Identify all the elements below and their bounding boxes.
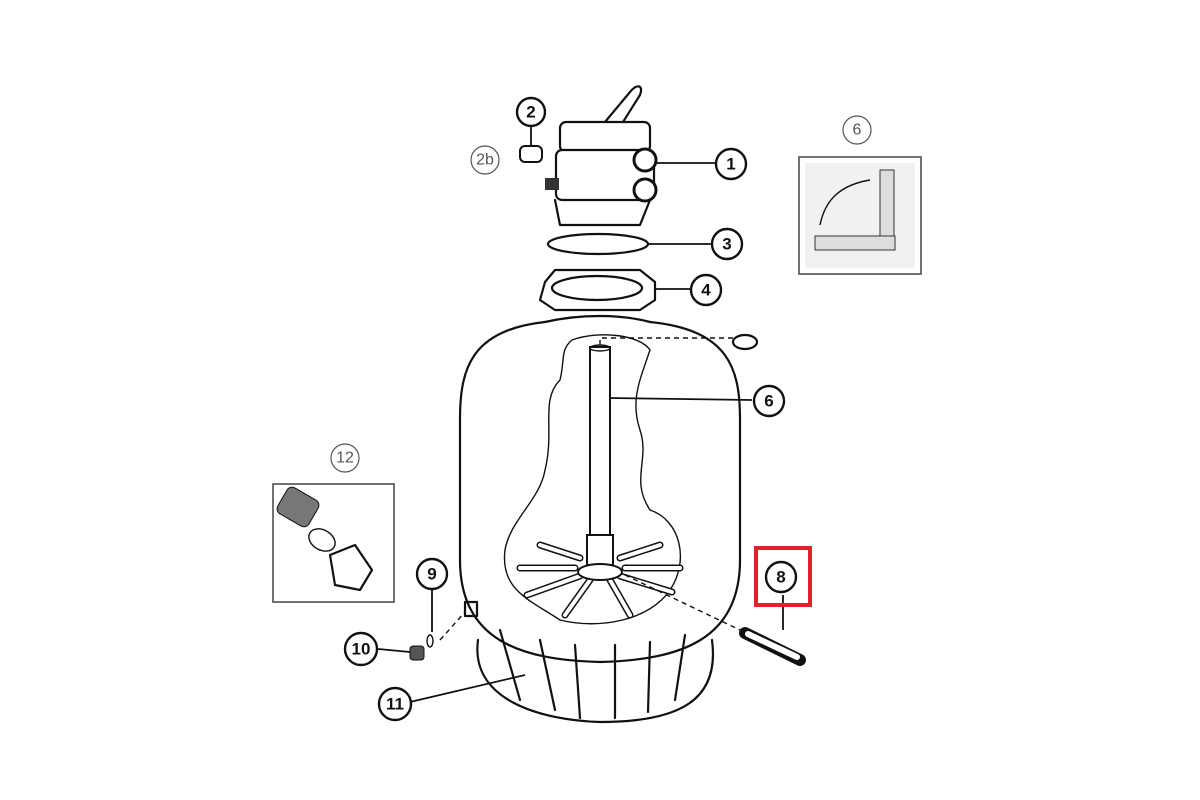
- callout-2b: 2b: [470, 145, 500, 175]
- svg-text:6: 6: [764, 392, 773, 411]
- drain-port: [463, 600, 479, 618]
- callout-12: 12: [330, 443, 360, 473]
- tank-cutaway: [503, 334, 682, 625]
- drain-cap: [409, 645, 425, 661]
- locking-collar: [538, 268, 657, 312]
- standpipe: [586, 344, 614, 566]
- callout-2: 2: [515, 96, 547, 128]
- callout-3: 3: [710, 227, 744, 261]
- svg-text:8: 8: [776, 568, 785, 587]
- svg-text:10: 10: [352, 640, 371, 659]
- callout-4: 4: [689, 273, 723, 307]
- svg-text:6: 6: [853, 122, 862, 139]
- svg-text:2: 2: [526, 103, 535, 122]
- drain-o-ring: [426, 634, 434, 648]
- svg-text:1: 1: [726, 155, 735, 174]
- multiport-valve: [545, 85, 658, 227]
- callout-9: 9: [415, 557, 449, 591]
- callout-1: 1: [714, 147, 748, 181]
- callout-6-inset: 6: [842, 115, 872, 145]
- svg-text:3: 3: [722, 235, 731, 254]
- valve-o-ring: [546, 232, 650, 256]
- drain-inset: [272, 483, 395, 603]
- callout-8: 8: [764, 560, 798, 594]
- svg-text:9: 9: [427, 565, 436, 584]
- svg-text:2b: 2b: [476, 152, 494, 169]
- standpipe-inset: [798, 156, 922, 275]
- callout-11: 11: [377, 686, 413, 722]
- air-relief-cap: [731, 333, 759, 351]
- svg-text:4: 4: [701, 281, 711, 300]
- filter-tank: [458, 314, 742, 664]
- pressure-gauge: [519, 145, 543, 163]
- filter-base: [476, 628, 715, 724]
- callout-6: 6: [752, 384, 786, 418]
- lateral-part: [739, 627, 806, 666]
- svg-text:11: 11: [386, 695, 404, 714]
- highlight-box: [754, 546, 812, 607]
- svg-text:12: 12: [336, 450, 354, 467]
- callout-10: 10: [343, 631, 379, 667]
